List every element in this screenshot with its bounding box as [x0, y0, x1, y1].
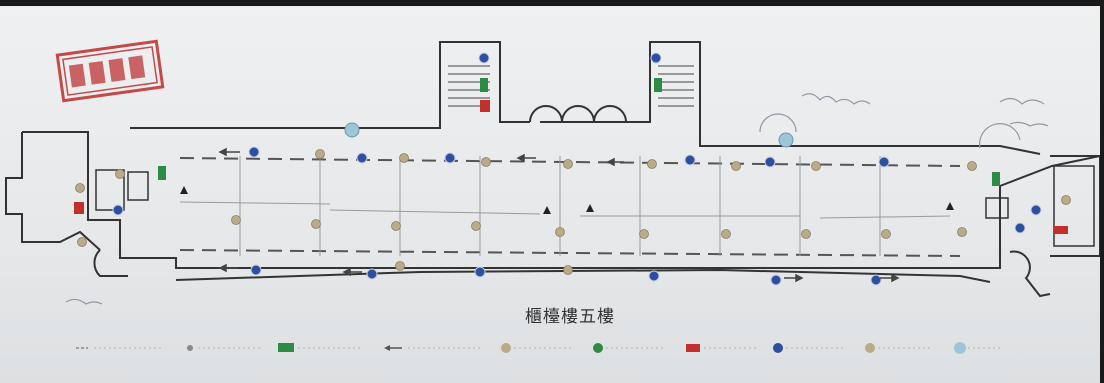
pencil-annotations	[65, 93, 1049, 305]
exit-signs	[158, 78, 1000, 186]
floor-plan-photo	[0, 6, 1100, 383]
legend-symbols	[76, 342, 1002, 354]
emergency-phones	[344, 122, 794, 148]
corridor-thin-lines	[179, 156, 951, 256]
building-walls	[5, 41, 1100, 298]
exit-triangles	[180, 186, 954, 214]
smoke-detectors	[75, 149, 1071, 275]
stairs-right	[658, 65, 694, 107]
evacuation-arrows	[218, 147, 900, 283]
hydrant-boxes	[74, 100, 1068, 234]
floor-title: 櫃檯樓五樓	[525, 307, 615, 327]
corridor-lines	[179, 157, 961, 257]
red-stamp	[55, 39, 165, 103]
extinguishers	[112, 52, 1042, 286]
floor-plan	[5, 39, 1100, 354]
end-rooms	[95, 165, 1095, 247]
